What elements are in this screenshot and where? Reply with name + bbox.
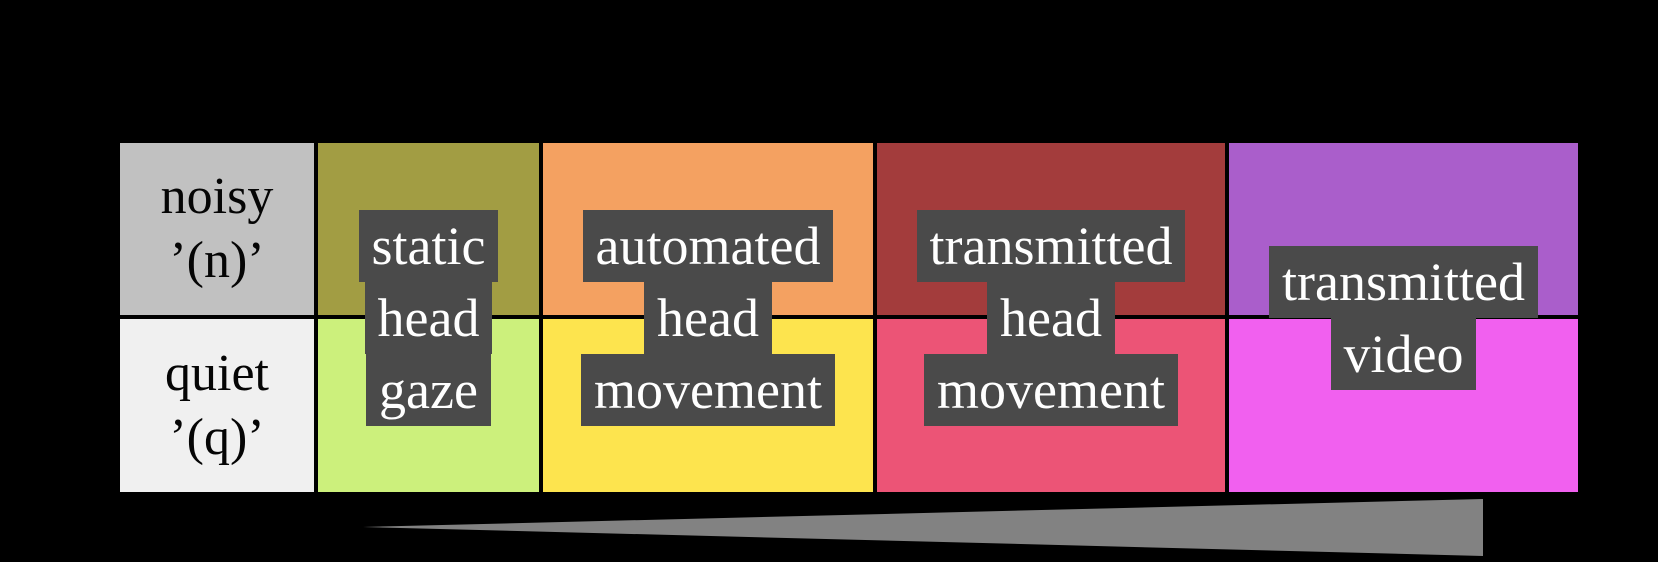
condition-label-line: movement [924, 353, 1178, 426]
row-header-quiet-line1: quiet [165, 344, 269, 402]
condition-label-line: static [358, 209, 499, 282]
row-header-noisy-line2: ’(n)’ [169, 232, 265, 289]
wedge-triangle [363, 499, 1483, 556]
condition-label-line: transmitted [1269, 245, 1538, 318]
row-header-noisy: noisy ’(n)’ [120, 143, 314, 315]
condition-label-automated-head-movement: automated head movement [543, 143, 873, 492]
condition-column-transmitted-video: transmitted video [1229, 143, 1578, 492]
condition-label-line: automated [582, 209, 834, 282]
condition-label-line: gaze [366, 353, 491, 426]
condition-label-line: head [987, 281, 1115, 354]
condition-label-static-head-gaze: static head gaze [318, 143, 539, 492]
row-header-quiet-line2: ’(q)’ [169, 408, 265, 466]
row-headers-column: noisy ’(n)’ quiet ’(q)’ [120, 143, 314, 492]
condition-column-transmitted-head-movement: transmitted head movement [877, 143, 1225, 492]
condition-column-automated-head-movement: automated head movement [543, 143, 873, 492]
condition-label-line: movement [581, 353, 835, 426]
condition-label-line: video [1330, 317, 1477, 390]
condition-label-line: head [644, 281, 772, 354]
condition-label-transmitted-head-movement: transmitted head movement [877, 143, 1225, 492]
condition-label-transmitted-video: transmitted video [1229, 143, 1578, 492]
condition-column-static-head-gaze: static head gaze [318, 143, 539, 492]
conditions-table: noisy ’(n)’ quiet ’(q)’ static head gaze… [120, 143, 1578, 492]
condition-label-line: head [364, 281, 493, 354]
row-header-quiet: quiet ’(q)’ [120, 319, 314, 492]
row-header-noisy-line1: noisy [160, 168, 274, 225]
condition-label-line: transmitted [916, 209, 1186, 282]
